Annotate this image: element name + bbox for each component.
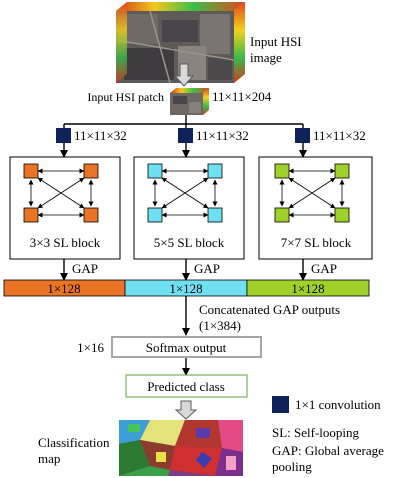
predicted-class-box: [125, 374, 248, 398]
branch-1-node-bl: [23, 207, 39, 223]
branch-1-conv-icon: [56, 128, 71, 143]
branch-2-gap-label: GAP: [194, 261, 220, 276]
branch-2-gap-output-label: 1×128: [169, 281, 202, 296]
branch-1-node-tl: [23, 163, 39, 179]
input-hsi-image-label-1: Input HSI: [250, 34, 302, 49]
branch-1-node-br: [83, 207, 99, 223]
softmax-box: [111, 336, 262, 358]
branch-1-block-label: 3×3 SL block: [30, 235, 101, 250]
branch-3-node-tr: [334, 163, 350, 179]
branch-3-conv-icon: [295, 128, 310, 143]
hollow-arrow-to-map: [174, 400, 198, 420]
classification-label-2: map: [38, 451, 60, 466]
legend-conv-icon: [272, 396, 289, 413]
branch-2-conv-icon: [178, 128, 193, 143]
concat-label-2: (1×384): [199, 318, 241, 333]
branch-1-sl-arrows: [28, 168, 94, 218]
branch-2-sl-arrows: [152, 168, 218, 218]
branch-3-gap-output-label: 1×128: [291, 281, 324, 296]
branch-2-block-label: 5×5 SL block: [154, 235, 225, 250]
branch-2-node-tl: [147, 163, 163, 179]
input-hsi-image-label-2: image: [250, 50, 282, 65]
branch-1-gap-label: GAP: [72, 261, 98, 276]
softmax-label: Softmax output: [146, 340, 227, 355]
input-hsi-patch-cube: [170, 88, 209, 115]
branch-3-conv-size: 11×11×32: [313, 128, 366, 143]
branch-2-conv-size: 11×11×32: [196, 128, 249, 143]
input-patch-size: 11×11×204: [212, 89, 272, 104]
branch-3-gap-output-bar: [246, 279, 370, 297]
input-hsi-image-cube: [115, 2, 245, 84]
hollow-arrow-to-patch: [173, 63, 195, 87]
legend-gap-label-1: GAP: Global average: [272, 443, 384, 458]
branch-3-gap-label: GAP: [311, 261, 337, 276]
legend-sl-label: SL: Self-looping: [272, 425, 360, 440]
branch-3-block-label: 7×7 SL block: [281, 235, 352, 250]
legend-gap-label-2: pooling: [272, 459, 312, 474]
predicted-class-label: Predicted class: [147, 379, 225, 394]
classification-map-image: [119, 420, 243, 476]
concat-label-1: Concatenated GAP outputs: [199, 302, 340, 317]
branch-3-sl-arrows: [279, 168, 345, 218]
branch-2-node-tr: [207, 163, 223, 179]
branch-2-node-bl: [147, 207, 163, 223]
branch-3-node-tl: [274, 163, 290, 179]
branch-3-node-bl: [274, 207, 290, 223]
softmax-size: 1×16: [77, 340, 104, 355]
branch-1-conv-size: 11×11×32: [74, 128, 127, 143]
branch-1-gap-output-label: 1×128: [47, 281, 80, 296]
branch-2-node-br: [207, 207, 223, 223]
branch-1-node-tr: [83, 163, 99, 179]
branch-3-node-br: [334, 207, 350, 223]
legend-conv-label: 1×1 convolution: [295, 397, 381, 412]
input-patch-label: Input HSI patch: [87, 90, 164, 104]
classification-label-1: Classification: [38, 435, 110, 450]
